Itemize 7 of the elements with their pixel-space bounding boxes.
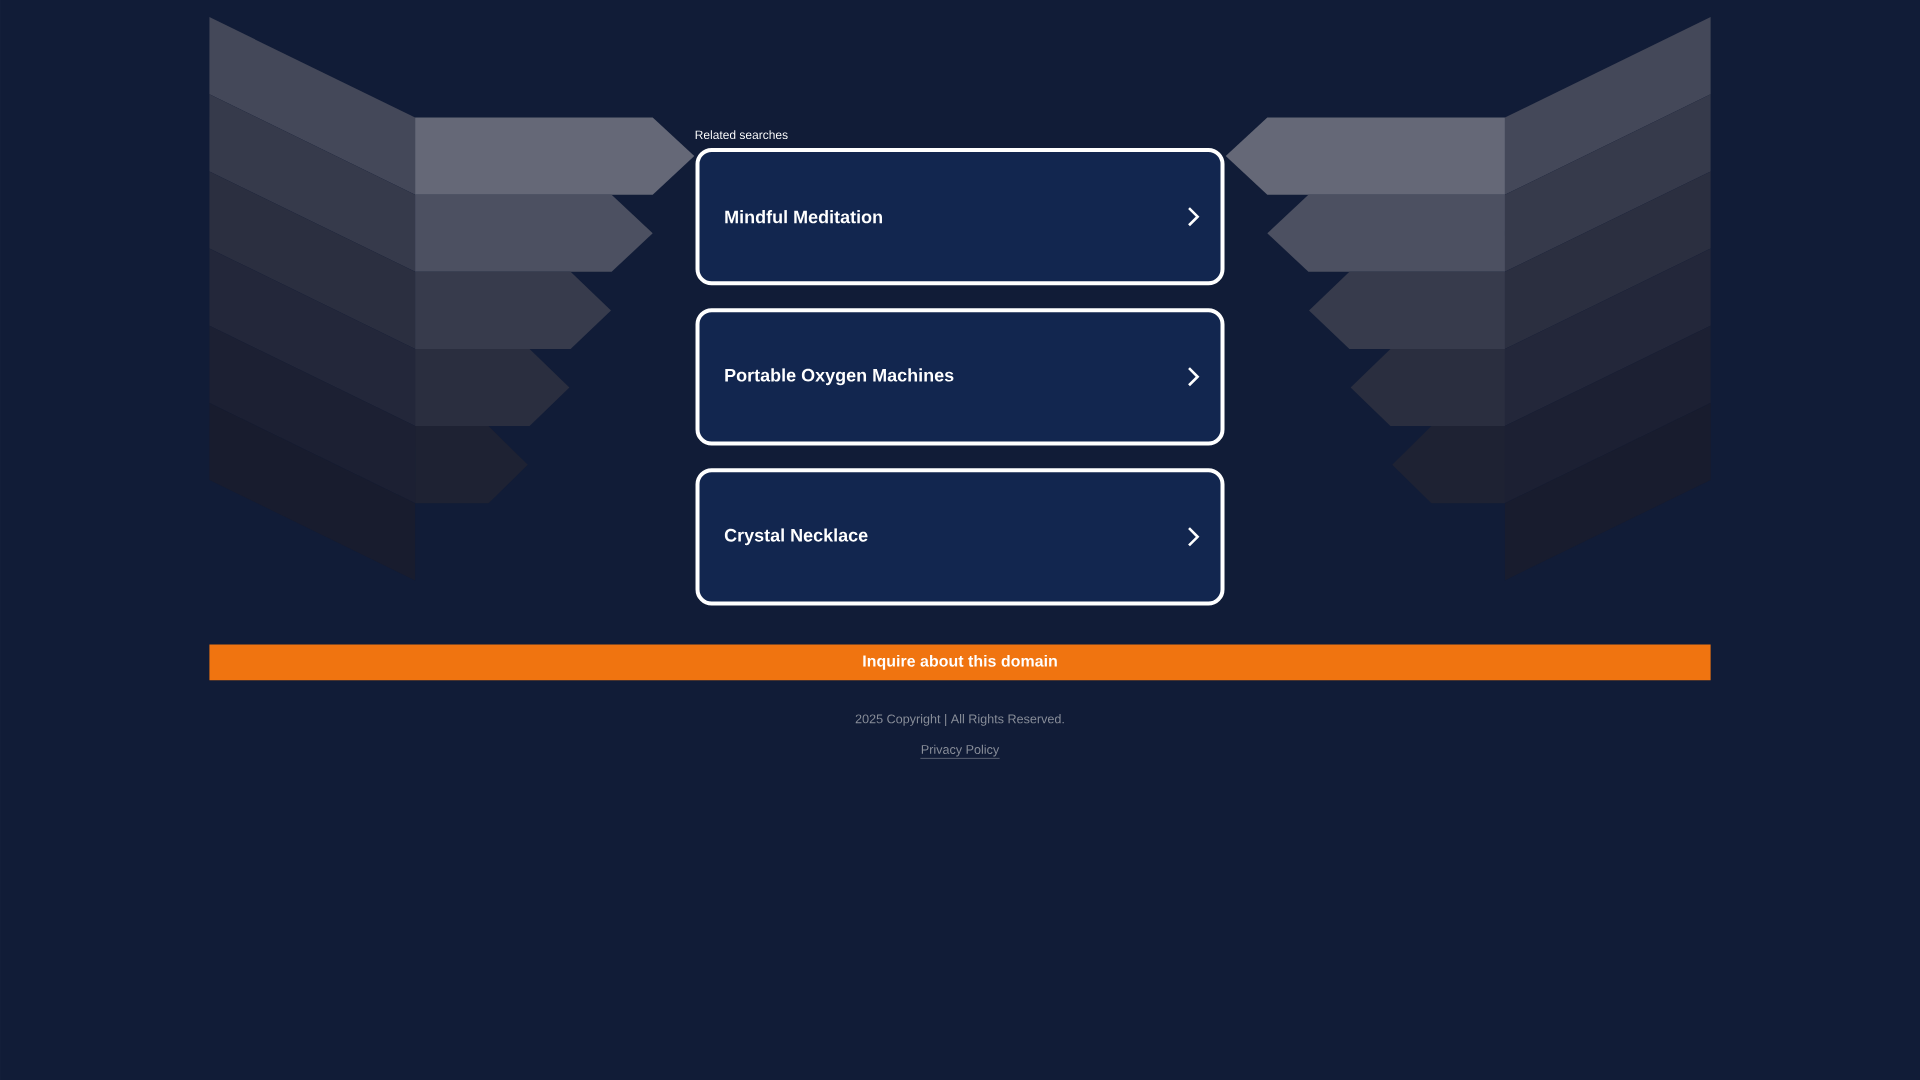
search-result-button: Mindful Meditation [695, 148, 1225, 286]
section-label: Related searches [695, 130, 788, 140]
inquire-bar-button: Inquire about this domain [209, 644, 1711, 681]
search-result-button: Crystal Necklace [695, 468, 1225, 606]
copyright-text: 2025 Copyright | All Rights Reserved. [855, 714, 1064, 726]
search-result-button: Portable Oxygen Machines [695, 308, 1225, 446]
privacy-link: Privacy Policy [920, 744, 1000, 759]
